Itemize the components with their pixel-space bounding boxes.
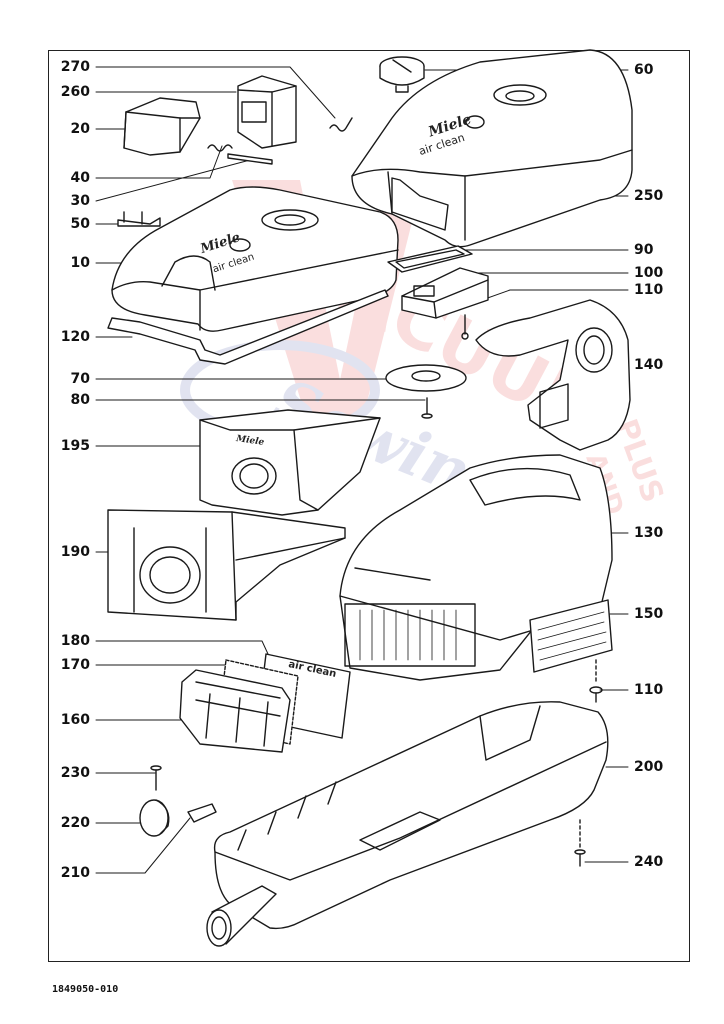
callout-10: 10 (70, 255, 90, 271)
callout-230: 230 (60, 765, 90, 781)
callout-70: 70 (70, 371, 90, 387)
part-240-screw (574, 819, 586, 867)
part-260-latch (237, 75, 297, 149)
callout-220: 220 (60, 815, 90, 831)
callout-250: 250 (634, 188, 664, 204)
document-number: 1849050-010 (52, 984, 119, 995)
part-210-clip (187, 803, 217, 823)
leader-lines-left (95, 66, 426, 874)
part-10-lid (111, 186, 399, 332)
part-90-filter-frame (387, 245, 473, 273)
part-80-screw (421, 397, 433, 419)
part-20-flap (123, 97, 201, 156)
callout-270: 270 (60, 59, 90, 75)
callout-20: 20 (70, 121, 90, 137)
part-200-base (213, 701, 609, 930)
callout-260: 260 (60, 84, 90, 100)
callout-80: 80 (70, 392, 90, 408)
part-120-seal (107, 289, 389, 365)
callout-90: 90 (634, 242, 654, 258)
part-150-grille (529, 599, 613, 673)
callout-210: 210 (60, 865, 90, 881)
part-110-screw-top (461, 314, 469, 340)
part-220-wheel (139, 799, 170, 837)
part-270-spring (329, 117, 353, 132)
callout-240: 240 (634, 854, 664, 870)
part-100-filter-housing (401, 267, 489, 319)
part-140-chassis-frame (475, 299, 631, 451)
part-230-screw (150, 765, 162, 791)
part-110-screw-bottom (589, 659, 603, 703)
callout-170: 170 (60, 657, 90, 673)
callout-160: 160 (60, 712, 90, 728)
part-40-spring (207, 144, 233, 152)
callout-100: 100 (634, 265, 664, 281)
callout-40: 40 (70, 170, 90, 186)
part-190-bag-holder (107, 509, 346, 621)
part-60-knob (379, 56, 425, 93)
part-70-disc (385, 364, 467, 392)
part-50-clip (117, 211, 161, 227)
part-30-pin (227, 153, 273, 165)
part-250-top-cover (351, 49, 633, 248)
diagram-frame (48, 50, 690, 962)
callout-60: 60 (634, 62, 654, 78)
callout-180: 180 (60, 633, 90, 649)
callout-120: 120 (60, 329, 90, 345)
callout-190: 190 (60, 544, 90, 560)
base-nozzle (206, 885, 277, 947)
callout-195: 195 (60, 438, 90, 454)
callout-110-top: 110 (634, 282, 664, 298)
callout-130: 130 (634, 525, 664, 541)
callout-200: 200 (634, 759, 664, 775)
callout-30: 30 (70, 193, 90, 209)
callout-150: 150 (634, 606, 664, 622)
callout-50: 50 (70, 216, 90, 232)
callout-140: 140 (634, 357, 664, 373)
part-195-dust-bag (199, 409, 381, 516)
callout-110-bottom: 110 (634, 682, 664, 698)
part-160-filter-housing (179, 669, 291, 753)
